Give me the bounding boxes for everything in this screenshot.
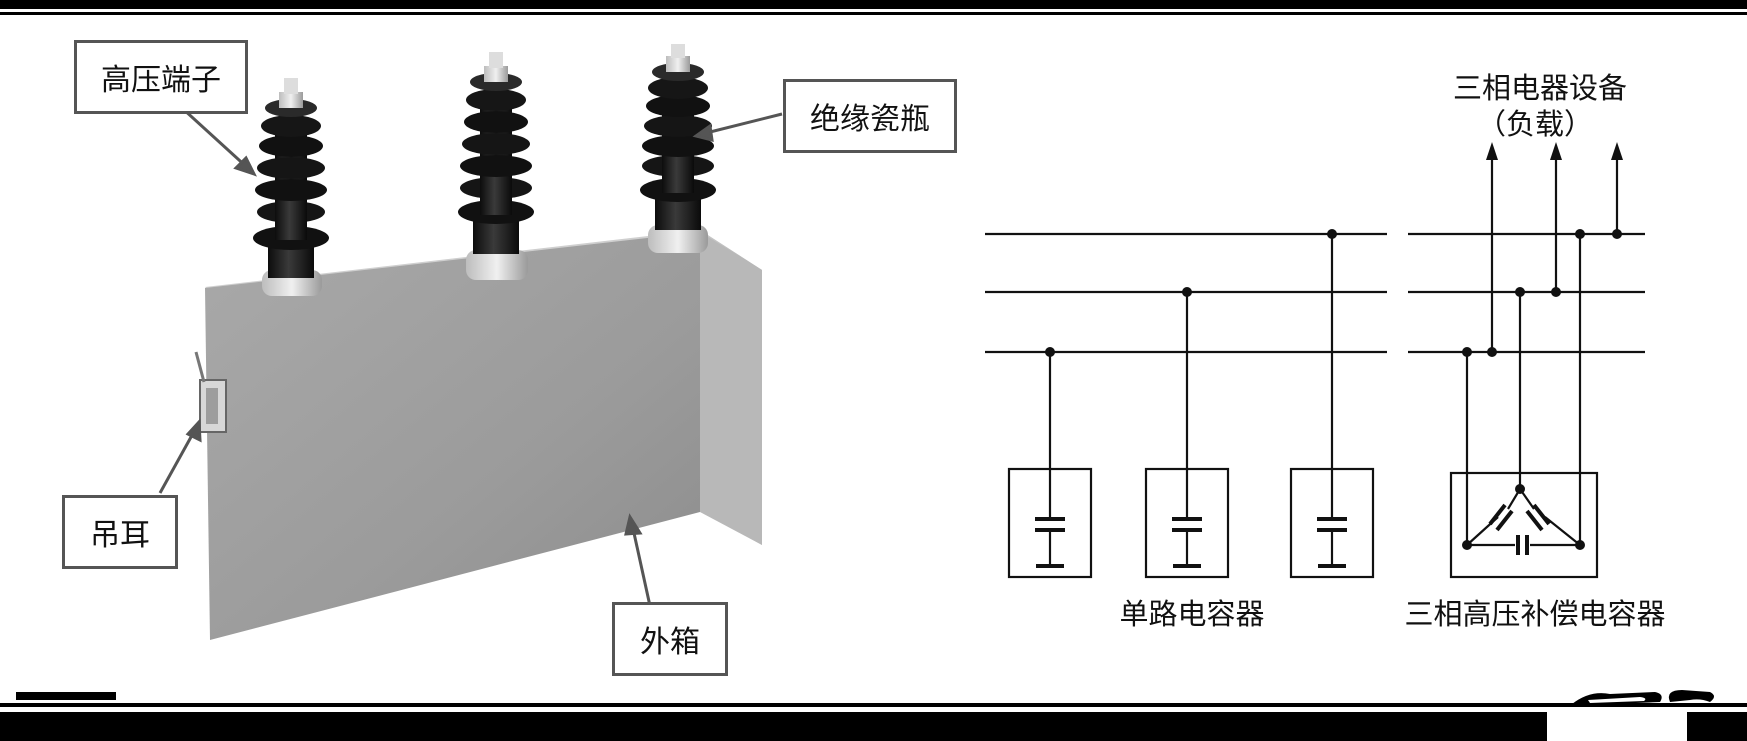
three-phase-capacitor-caption: 三相高压补偿电容器 [1404, 597, 1665, 631]
top-frame-bar [0, 0, 1747, 9]
bottom-left-mark [16, 692, 116, 700]
capacitor-photo [158, 44, 783, 640]
single-capacitor-caption: 单路电容器 [1119, 597, 1264, 631]
outer-box [205, 230, 762, 640]
bushing-middle [458, 52, 534, 280]
top-frame-line [0, 12, 1747, 15]
page-corner-ornament [1572, 690, 1714, 704]
junction-dots [1045, 229, 1622, 550]
bushing-left [253, 78, 329, 296]
capacitor-box-2 [1144, 467, 1230, 579]
bottom-frame-line [0, 703, 1747, 707]
label-high-voltage-terminal: 高压端子 [74, 40, 248, 114]
capacitor-box-3 [1289, 467, 1375, 579]
label-insulator: 绝缘瓷瓶 [783, 79, 957, 153]
load-arrows [1486, 142, 1623, 160]
capacitor-box-1 [1007, 467, 1093, 579]
lifting-lug [194, 351, 227, 433]
bottom-frame-bar [0, 712, 1747, 741]
delta-capacitor-box [1449, 471, 1599, 579]
capacitor-circuit-diagram: 三相电器设备 （负载） 单路电容器 三相高压补偿电容器 [985, 71, 1666, 631]
bottom-right-block [1547, 712, 1687, 741]
load-subtitle: （负载） [1477, 107, 1593, 141]
load-title: 三相电器设备 [1453, 71, 1627, 105]
label-outer-box: 外箱 [612, 602, 728, 676]
leader-arrows [158, 106, 783, 607]
label-lifting-lug: 吊耳 [62, 495, 178, 569]
bushing-right [640, 44, 716, 253]
